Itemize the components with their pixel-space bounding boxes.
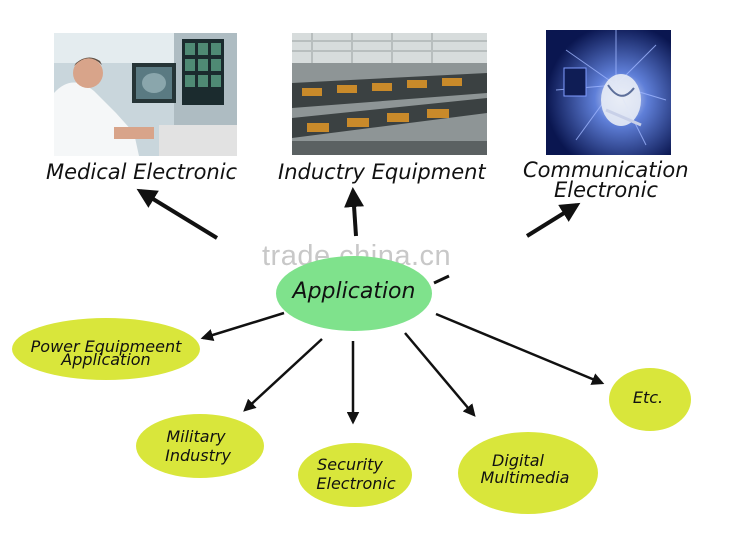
etc-node bbox=[609, 368, 691, 431]
power-equipment-node bbox=[12, 318, 200, 380]
security-label-line1: Security bbox=[317, 455, 383, 474]
label-electronic: Electronic bbox=[554, 178, 658, 202]
label-medical-electronic: Medical Electronic bbox=[46, 160, 238, 184]
arrow-to-digital bbox=[404, 332, 476, 417]
military-label-line1: Military bbox=[166, 427, 226, 446]
digital-label-line2: Multimedia bbox=[480, 468, 570, 487]
military-industry-node bbox=[136, 414, 264, 478]
power-equipment-label-line1: Power Equipmeent bbox=[30, 337, 182, 356]
label-inductry-equipment: Inductry Equipment bbox=[278, 160, 486, 184]
power-equipment-label-line2: Application bbox=[61, 350, 151, 369]
application-node bbox=[276, 256, 432, 331]
arrow-to-medical bbox=[136, 188, 219, 240]
factory-photo bbox=[292, 33, 487, 155]
arrow-to-power bbox=[200, 311, 285, 342]
digital-multimedia-node bbox=[458, 432, 598, 514]
tick-mark bbox=[433, 274, 450, 285]
security-electronic-node bbox=[298, 443, 412, 507]
security-label-line2: Electronic bbox=[316, 474, 396, 493]
arrow-to-etc bbox=[435, 312, 605, 385]
communication-photo bbox=[546, 30, 671, 155]
arrow-to-communication bbox=[525, 202, 581, 238]
medical-photo bbox=[54, 33, 237, 156]
military-label-line2: Industry bbox=[165, 446, 231, 465]
digital-label-line1: Digital bbox=[492, 451, 544, 470]
application-label: Application bbox=[292, 279, 416, 304]
etc-label: Etc. bbox=[632, 388, 664, 407]
arrow-to-military bbox=[243, 338, 323, 412]
arrow-to-industry bbox=[344, 187, 365, 237]
label-communication: Communication bbox=[523, 158, 689, 182]
